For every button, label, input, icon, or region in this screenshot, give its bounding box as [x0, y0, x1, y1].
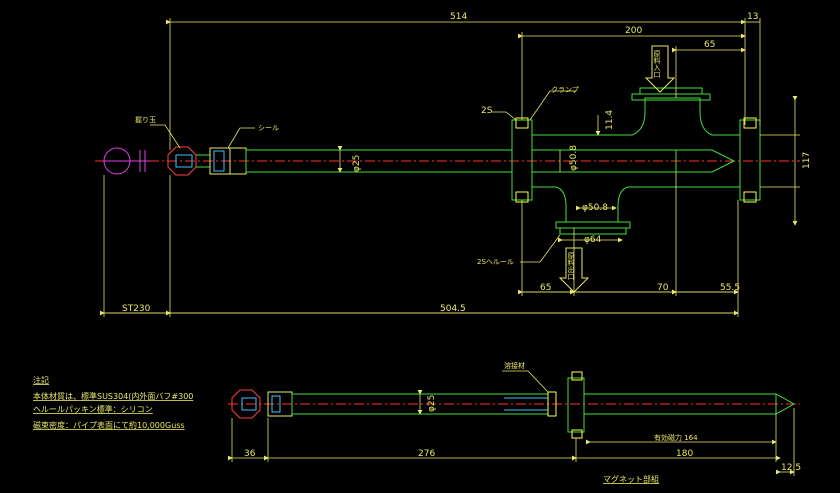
- bottom-dim-36: 36: [244, 449, 256, 459]
- inlet-flange: [631, 93, 711, 101]
- notes-block: 注記 本体材質は、標準SUS304(内外面バフ#300 ヘルールパッキン標準：シ…: [33, 375, 193, 430]
- dim-offset-11-4: 11.4: [605, 110, 615, 130]
- dim-dia-25: φ25: [352, 155, 362, 172]
- bottom-view: [228, 371, 800, 439]
- bottom-dim-12-5: 12.5: [781, 463, 801, 473]
- left-flange: [511, 119, 533, 201]
- outlet-arrow: [558, 247, 590, 293]
- top-view: [95, 45, 800, 293]
- label-seal-material: 溶接材: [504, 361, 525, 370]
- dim-body-200: 200: [625, 26, 642, 36]
- bottom-dim-180: 180: [676, 449, 693, 459]
- label-inlet: 原料入口: [653, 50, 661, 78]
- label-flange-2s: 2S: [481, 106, 493, 116]
- dim-shaft-504-5: 504.5: [440, 304, 466, 314]
- inlet-arrow: [644, 45, 676, 93]
- label-clamp: クランプ: [551, 86, 579, 94]
- label-handle: 握り玉: [135, 115, 156, 124]
- dim-height-117: 117: [802, 152, 812, 169]
- dim-right-tail: 13: [747, 12, 758, 22]
- bottom-dim-effective: 有効磁力 164: [654, 433, 698, 442]
- note-line-2: ヘルールパッキン標準：シリコン: [33, 404, 153, 414]
- note-line-1: 本体材質は、標準SUS304(内外面バフ#300: [33, 391, 193, 401]
- dim-inlet-65: 65: [704, 40, 715, 50]
- dim-bottom-70: 70: [657, 283, 669, 293]
- bottom-view-labels: φ25 36 276 180 有効磁力 164 12.5 溶接材 マグネット部組: [244, 361, 801, 484]
- dim-bottom-55-5: 55.5: [720, 283, 740, 293]
- bottom-flange: [567, 377, 585, 433]
- dim-st230: ST230: [122, 304, 151, 314]
- top-view-labels: 514 13 200 65 11.4 φ25 φ50.8 φ50.8 φ64 1…: [122, 12, 812, 314]
- label-outlet: 原料出口: [567, 252, 575, 280]
- bottom-magnet-bar: [583, 393, 796, 415]
- dim-overall: 514: [450, 12, 467, 22]
- dim-dia-50-8-a: φ50.8: [569, 145, 579, 171]
- nut-insert: [175, 154, 193, 168]
- right-flange: [739, 119, 761, 201]
- dim-dia-64: φ64: [584, 235, 602, 245]
- note-line-3: 磁束密度：パイプ表面にて約10,000Guss: [33, 420, 185, 430]
- handle-knob: [103, 147, 150, 175]
- bottom-dim-dia-25: φ25: [427, 395, 437, 412]
- octagon-nut: [167, 146, 197, 176]
- label-ferrule-2s: 2Sヘルール: [477, 258, 514, 266]
- bottom-dim-276: 276: [418, 449, 435, 459]
- housing-body: [531, 97, 741, 223]
- inner-magnet: [531, 149, 736, 173]
- bottom-octagon-nut: [231, 389, 261, 419]
- top-dimension-lines: [100, 18, 800, 317]
- notes-title: 注記: [33, 375, 49, 385]
- outlet-flange: [555, 221, 631, 229]
- bottom-dimension-lines: [228, 370, 795, 476]
- label-seal: シール: [258, 124, 279, 132]
- bottom-caption: マグネット部組: [603, 474, 659, 484]
- dim-dia-50-8-b: φ50.8: [582, 203, 608, 213]
- dim-bottom-65: 65: [540, 283, 551, 293]
